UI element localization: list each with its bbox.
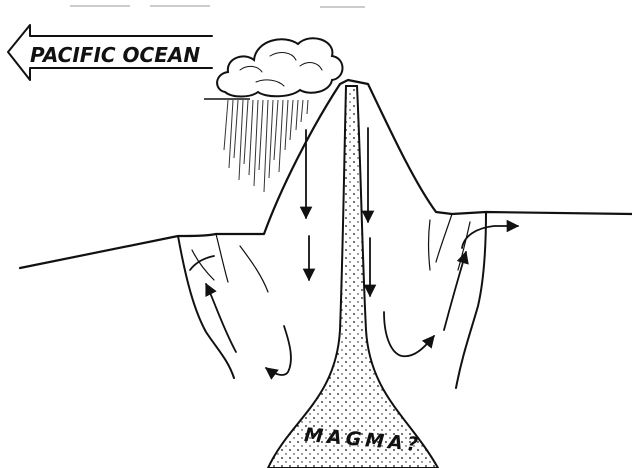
magma-body bbox=[268, 86, 438, 468]
pacific-ocean-label: PACIFIC OCEAN bbox=[30, 43, 200, 67]
volcano-outline bbox=[20, 80, 632, 388]
rain-streaks bbox=[224, 100, 308, 192]
rain-cloud bbox=[204, 38, 343, 99]
pacific-ocean-arrow: PACIFIC OCEAN bbox=[8, 25, 212, 80]
scan-marks bbox=[70, 6, 365, 7]
